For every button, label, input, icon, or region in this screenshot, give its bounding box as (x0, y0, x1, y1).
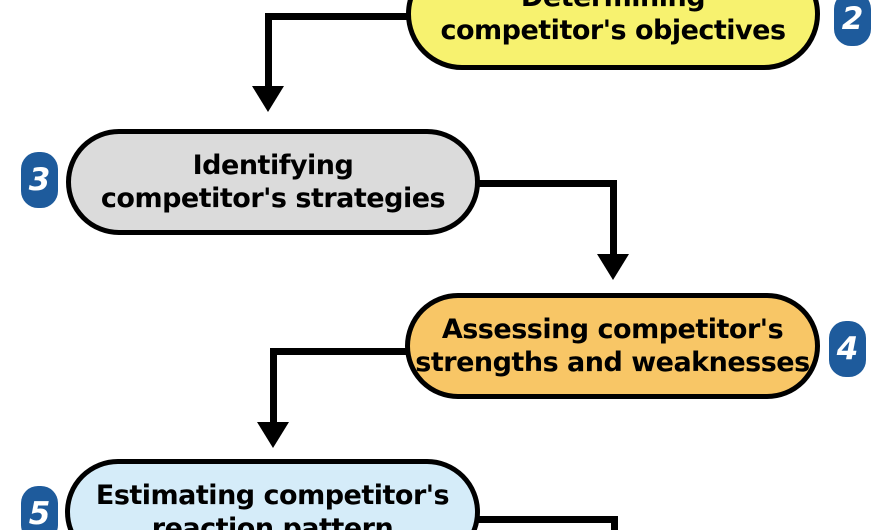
arrow-3-to-4-horizontal-segment (477, 180, 617, 187)
step-node-assessing-strengths-weaknesses: Assessing competitor's strengths and wea… (405, 293, 820, 399)
step-label-line1: Identifying (192, 150, 354, 181)
step-label-line1: Assessing competitor's (441, 314, 784, 345)
arrow-3-to-4-arrowhead-icon (597, 254, 629, 280)
step-number-badge: 2 (834, 0, 871, 46)
step-label-line2: competitor's strategies (100, 183, 446, 214)
arrow-2-to-3-vertical-segment (265, 13, 272, 88)
arrow-2-to-3-horizontal-segment (265, 13, 408, 20)
arrow-4-to-5-horizontal-segment (270, 348, 408, 355)
arrow-3-to-4-vertical-segment (610, 180, 617, 258)
arrow-5-out-vertical-segment (611, 516, 618, 530)
step-number-badge: 3 (21, 152, 58, 208)
arrow-5-out-horizontal-segment (477, 516, 618, 523)
step-label-line1: Determining (521, 0, 706, 14)
step-node-estimating-reaction-pattern: Estimating competitor's reaction pattern (65, 459, 480, 530)
step-node-identifying-strategies: Identifying competitor's strategies (66, 129, 480, 235)
arrow-4-to-5-vertical-segment (270, 348, 277, 422)
step-label-line2: reaction pattern (151, 513, 394, 530)
step-label-line2: competitor's objectives (440, 15, 786, 46)
step-label-line1: Estimating competitor's (95, 480, 450, 511)
step-number-badge: 4 (829, 321, 866, 377)
step-number-badge: 5 (21, 486, 58, 530)
arrow-4-to-5-arrowhead-icon (257, 422, 289, 448)
arrow-2-to-3-arrowhead-icon (252, 86, 284, 112)
step-label-line2: strengths and weaknesses (415, 347, 810, 378)
step-node-determining-objectives: Determining competitor's objectives (406, 0, 820, 70)
